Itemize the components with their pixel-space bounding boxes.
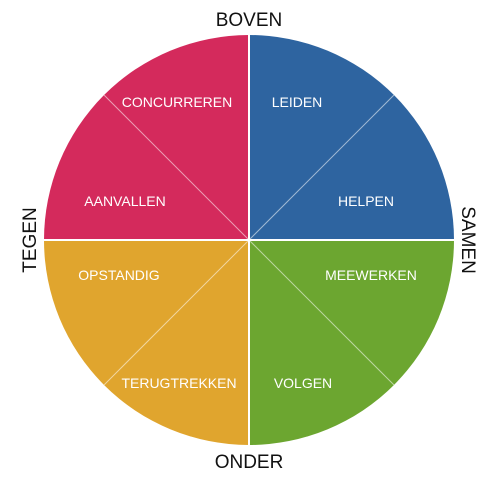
segment-label-helpen: HELPEN (338, 193, 394, 209)
segment-label-leiden: LEIDEN (272, 94, 323, 110)
axis-label-bottom: ONDER (215, 452, 284, 473)
divider-diagonal-bottom-right (248, 239, 395, 386)
segment-label-aanvallen: AANVALLEN (84, 193, 165, 209)
segment-label-concurreren: CONCURREREN (122, 94, 232, 110)
axis-label-right: SAMEN (457, 206, 477, 274)
divider-diagonal-top-right (248, 94, 395, 241)
divider-diagonal-top-left (103, 94, 250, 241)
axis-label-left: TEGEN (20, 207, 41, 272)
segment-label-terugtrekken: TERUGTREKKEN (121, 375, 236, 391)
segment-label-meewerken: MEEWERKEN (325, 267, 417, 283)
divider-diagonal-bottom-left (103, 239, 250, 386)
axis-label-top: BOVEN (216, 10, 283, 31)
segment-label-opstandig: OPSTANDIG (78, 267, 159, 283)
segment-label-volgen: VOLGEN (274, 375, 332, 391)
